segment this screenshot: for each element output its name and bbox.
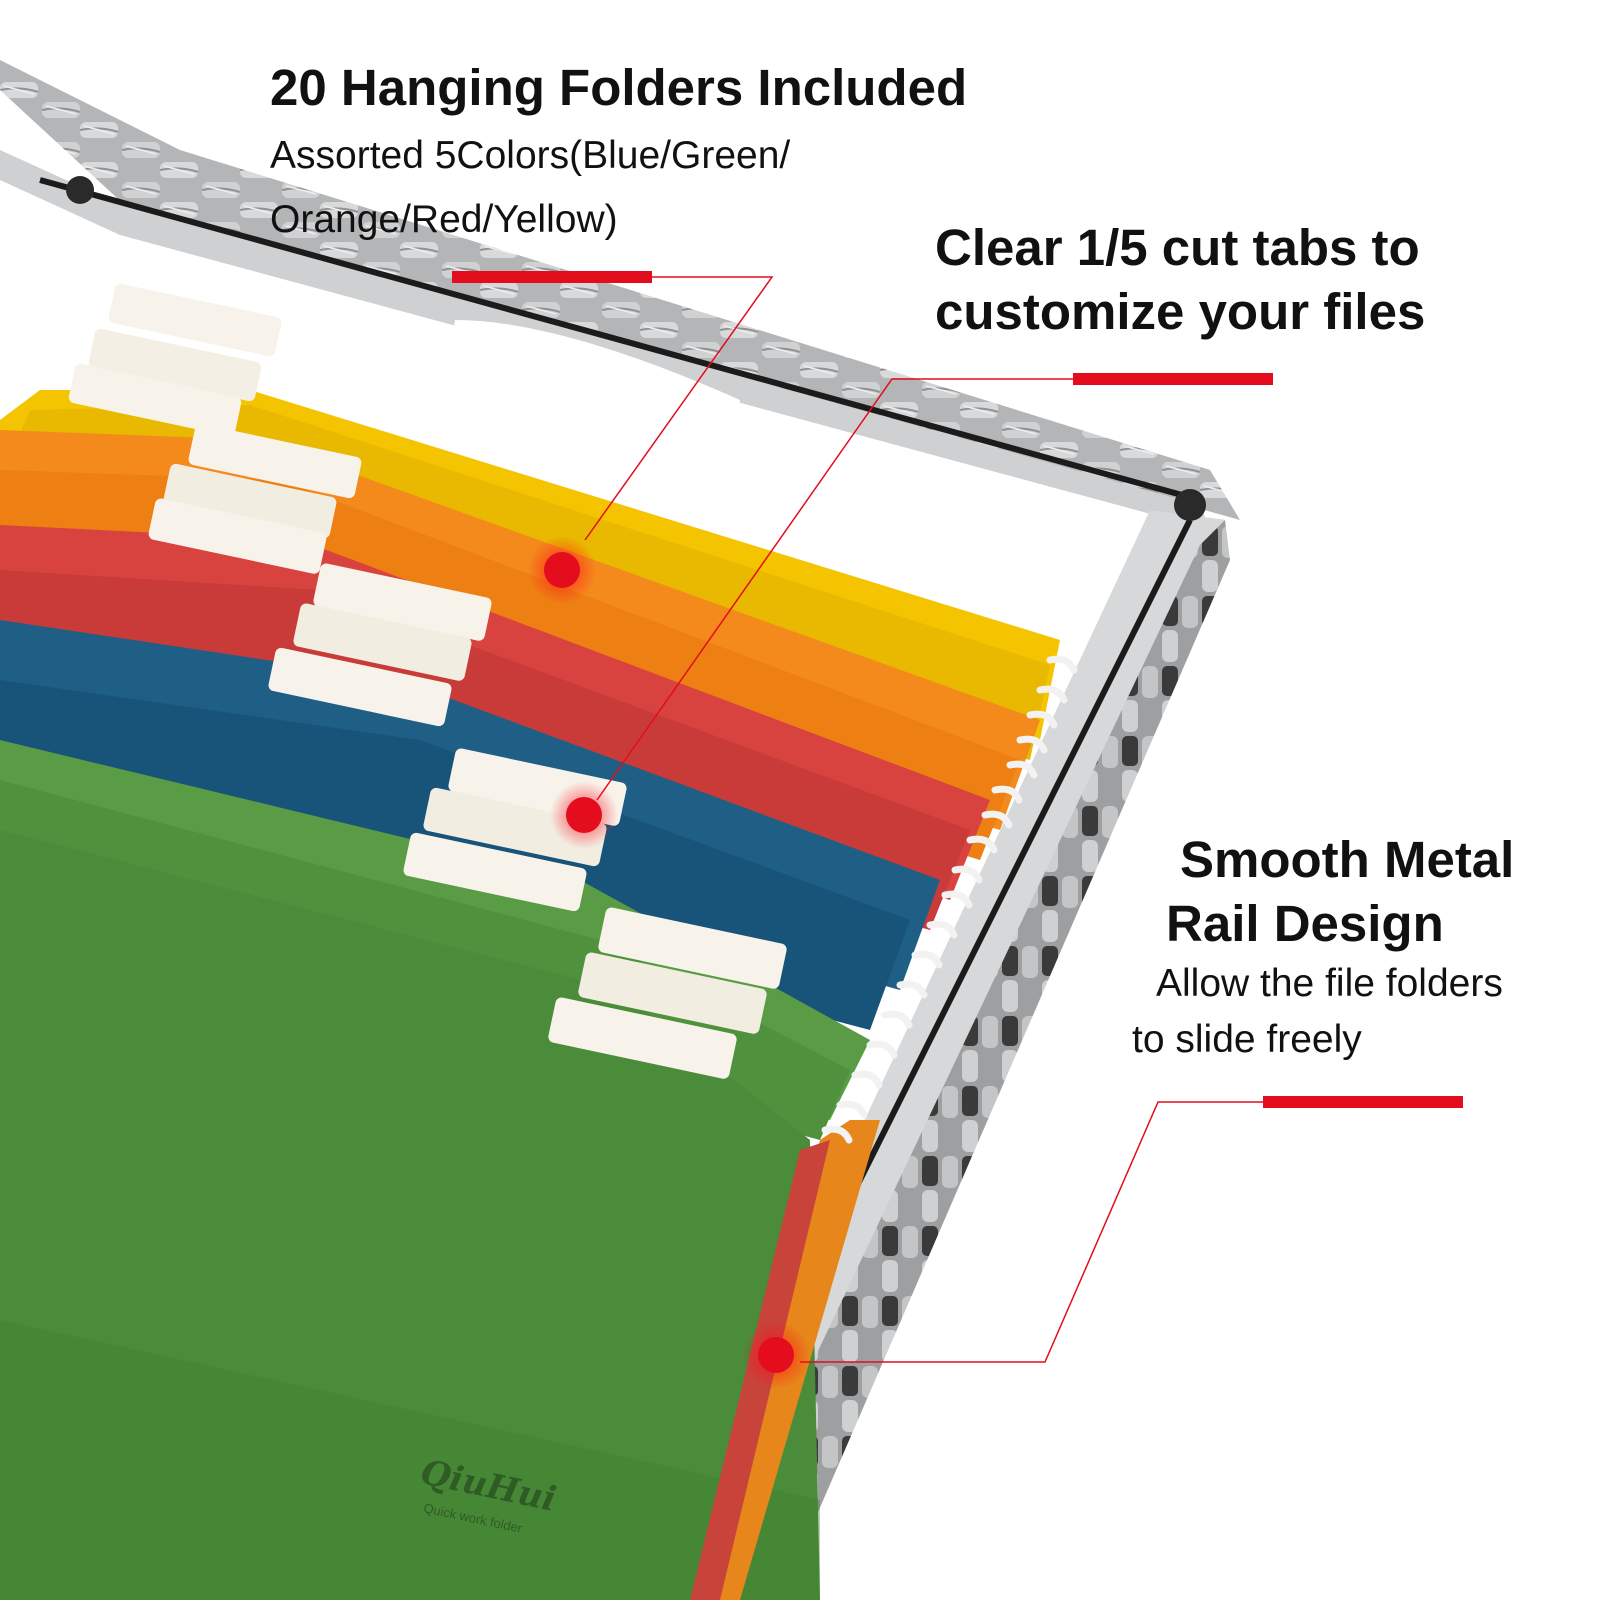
callout-rail-line2: Rail Design [1166,895,1444,952]
basket-back-wall [0,60,1240,520]
callout-leader [584,276,774,541]
callout-rail-sub2: to slide freely [1132,1018,1362,1061]
callout-folders: 20 Hanging Folders Included Assorted 5Co… [270,56,967,248]
callout-dot [566,797,602,833]
tab-insert [403,832,587,912]
tab-insert [88,328,262,402]
tab-insert [108,283,282,357]
tab-insert [548,997,737,1079]
callout-tabs-line1: Clear 1/5 cut tabs to [935,219,1420,276]
folder-green-front-shade [0,1320,820,1600]
callout-rail-line1: Smooth Metal [1180,831,1515,888]
callout-rail-marker [742,1096,1463,1389]
callout-leader [596,378,1073,801]
tab-insert [268,647,452,727]
rail-end-cap [66,176,94,204]
tab-insert [148,498,327,574]
tab-insert [188,423,362,499]
tab-insert [293,603,472,681]
tab-insert [163,463,337,539]
tab-insert [578,952,767,1034]
callout-tabs: Clear 1/5 cut tabs to customize your fil… [935,216,1425,344]
callout-tabs-marker [550,373,1273,849]
clear-tabs [68,283,787,1079]
rail-end-cap [1174,489,1206,521]
callout-leader [800,1101,1263,1363]
tab-insert [313,563,492,641]
basket-handle-cutout [450,320,740,440]
callout-folders-title: 20 Hanging Folders Included [270,59,968,116]
basket-back-rim [0,150,1210,530]
callout-rail-sub1: Allow the file folders [1156,962,1503,1005]
tab-insert [68,363,242,437]
callout-folders-marker [452,271,774,604]
callout-dot [758,1337,794,1373]
callout-rail: Smooth Metal Rail Design Allow the file … [1132,828,1514,1068]
callout-folders-line1: Assorted 5Colors(Blue/Green/ [270,134,791,177]
callout-folders-line2: Orange/Red/Yellow) [270,198,618,241]
folder-hooks [821,655,1078,1144]
callout-dot [544,552,580,588]
metal-rail-top [39,177,1201,503]
tab-insert [423,787,607,867]
callout-tabs-line2: customize your files [935,283,1426,340]
tab-insert [598,907,787,989]
